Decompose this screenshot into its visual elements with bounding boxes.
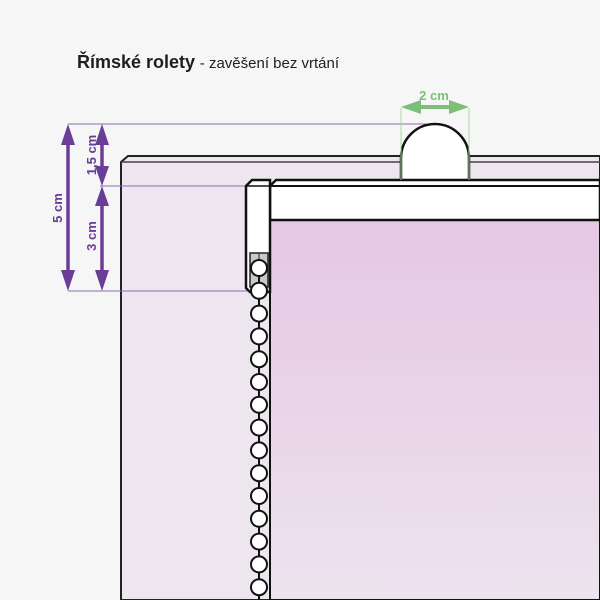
- arrow-hook-height: [95, 124, 109, 186]
- title-subtitle: - zavěšení bez vrtání: [199, 55, 340, 72]
- label-hook-width: 2 cm: [419, 88, 449, 103]
- chain-bead: [250, 555, 268, 574]
- chain-bead: [250, 487, 268, 505]
- bead-chain: [250, 259, 268, 600]
- label-total-height: 5 cm: [50, 193, 65, 223]
- title-main: Římské rolety: [77, 52, 196, 72]
- chain-bead: [250, 395, 268, 414]
- arrow-rail-height: [95, 186, 109, 291]
- chain-bead: [250, 259, 268, 277]
- chain-bead: [250, 350, 268, 369]
- chain-bead: [250, 373, 268, 391]
- chain-bead: [250, 418, 268, 437]
- arrow-total-height: [61, 124, 75, 291]
- chain-bead: [250, 441, 268, 460]
- dimension-arrows: [61, 124, 109, 291]
- chain-bead: [250, 509, 268, 528]
- chain-bead: [250, 281, 268, 300]
- chain-bead: [250, 578, 268, 597]
- chain-bead: [250, 464, 268, 483]
- label-hook-height: 1,5 cm: [84, 135, 99, 175]
- head-rail: [268, 178, 600, 222]
- arrow-hook-width: [400, 100, 470, 180]
- chain-bead: [250, 327, 268, 346]
- chain-bead: [250, 304, 268, 323]
- blind-fabric: [269, 219, 600, 600]
- hook: [399, 122, 471, 181]
- diagram-title: Římské rolety - zavěšení bez vrtání: [77, 52, 339, 73]
- label-rail-height: 3 cm: [84, 221, 99, 251]
- measure-guides: [68, 123, 436, 292]
- chain-bead: [250, 532, 268, 551]
